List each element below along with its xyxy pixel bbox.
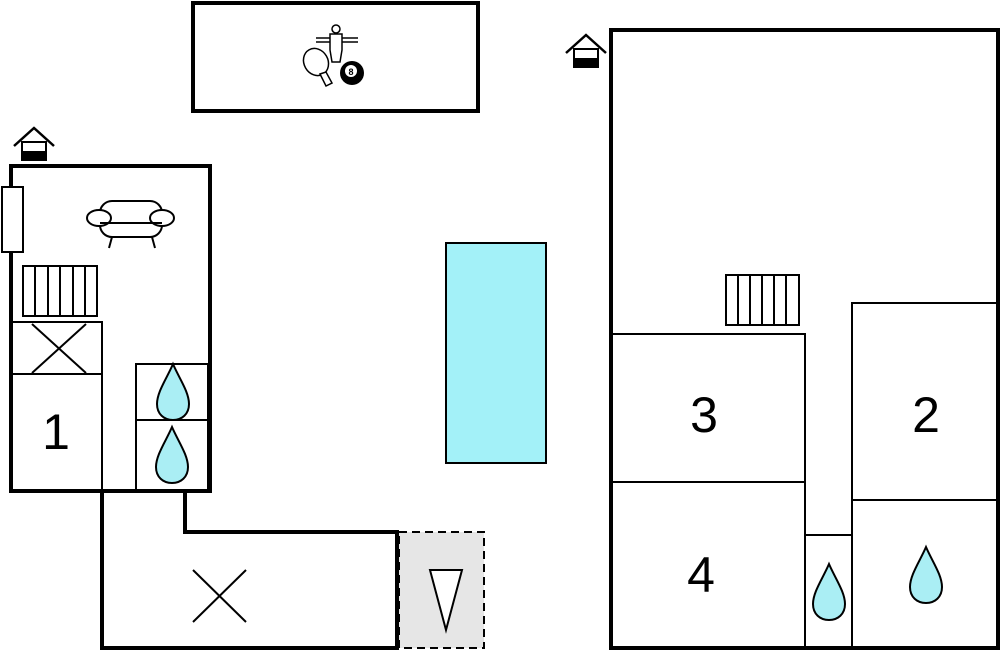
bedroom-1-label: 1 [42,404,70,460]
bathroom-4 [851,499,999,649]
water-drop-icon [155,426,189,484]
billiard-ball-icon: 8 [340,61,364,85]
bedroom-4-label: 4 [687,547,715,603]
left-building: 1 [1,126,485,650]
lower-wing-wall [100,491,399,650]
parasol-icon [428,569,464,634]
storage-room-lower [192,569,247,623]
stairs-icon [22,265,98,317]
storage-room [10,321,103,375]
table-tennis-icon [302,47,334,88]
billiard-ball-number: 8 [348,67,353,77]
right-building: 3 4 2 [564,28,1000,650]
bedroom-3-label: 3 [690,387,718,443]
game-room-wall [191,1,480,113]
house-entrance-icon [12,126,56,162]
terrace-area [398,531,485,649]
sofa-icon [86,200,175,249]
house-entrance-icon [564,33,608,69]
water-drop-icon [156,363,190,421]
fireplace-icon [1,186,24,253]
table-football-icon [316,24,358,63]
bedroom-1 [10,373,103,492]
water-drop-icon [812,563,846,621]
water-drop-icon [909,546,943,604]
bathroom-2 [135,419,209,492]
bedroom-2-label: 2 [912,387,940,443]
stairs-icon [725,274,800,326]
game-room: 8 [191,1,480,113]
swimming-pool [445,242,547,464]
